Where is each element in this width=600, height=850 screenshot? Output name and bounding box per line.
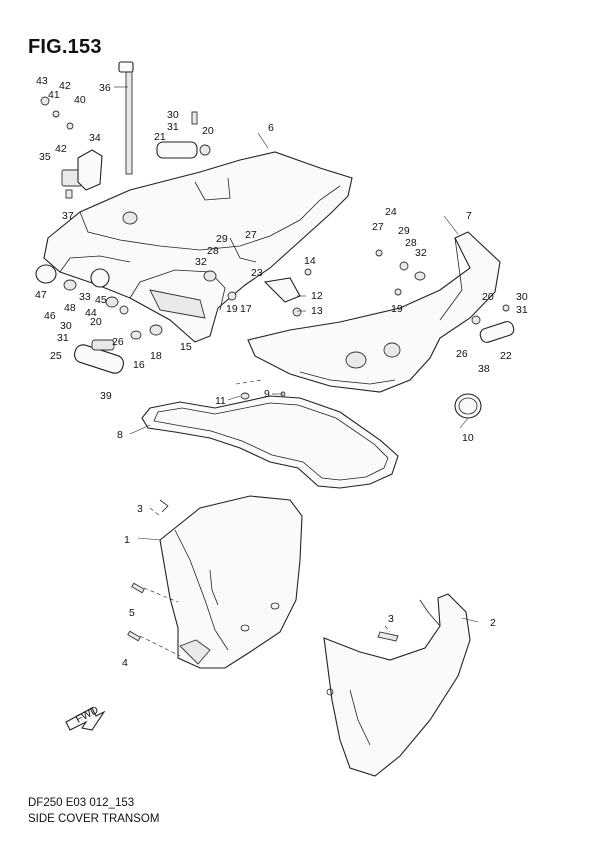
callout-label: 27: [245, 229, 257, 241]
callout-label: 9: [264, 388, 270, 400]
callout-label: 11: [215, 395, 226, 407]
callout-label: 47: [35, 289, 47, 301]
callout-label: 24: [385, 206, 397, 218]
callout-label: 19: [391, 303, 403, 315]
callout-label: 16: [133, 359, 145, 371]
callout-label: 29: [216, 233, 228, 245]
callout-label: 30: [516, 291, 528, 303]
callout-label: 28: [207, 245, 219, 257]
diagram-caption: SIDE COVER TRANSOM: [28, 813, 160, 825]
callout-label: 25: [50, 350, 62, 362]
callout-label: 32: [415, 247, 427, 259]
callout-label: 40: [74, 94, 86, 106]
callout-label: 39: [100, 390, 112, 402]
callout-label: 30: [60, 320, 72, 332]
callout-label: 12: [311, 290, 323, 302]
callout-label: 19: [226, 303, 238, 315]
callout-label: 1: [124, 534, 130, 546]
callout-label: 28: [405, 237, 417, 249]
callout-label: 17: [240, 303, 252, 315]
callout-label: 23: [251, 267, 263, 279]
callout-label: 43: [36, 75, 48, 87]
callout-label: 37: [62, 210, 74, 222]
callout-label: 30: [167, 109, 179, 121]
callout-label: 46: [44, 310, 56, 322]
callout-label: 21: [154, 131, 166, 143]
callout-label: 14: [304, 255, 316, 267]
transom-bracket-part-6: [43, 151, 353, 343]
plug-part-10: [454, 393, 482, 419]
callout-label: 34: [89, 132, 101, 144]
callout-label: 45: [95, 294, 107, 306]
callout-label: 20: [482, 291, 494, 303]
callout-label: 38: [478, 363, 490, 375]
callout-label: 33: [79, 291, 91, 303]
figure-title: FIG.153: [28, 36, 102, 58]
callout-label: 4: [122, 657, 128, 669]
callout-label: 20: [202, 125, 214, 137]
callout-label: 8: [117, 429, 123, 441]
callout-label: 48: [64, 302, 76, 314]
callout-label: 13: [311, 305, 323, 317]
fwd-arrow-icon: FWD: [65, 704, 106, 731]
callout-label: 18: [150, 350, 162, 362]
callout-label: 42: [59, 80, 71, 92]
callout-label: 36: [99, 82, 111, 94]
callout-label: 7: [466, 210, 472, 222]
callout-label: 32: [195, 256, 207, 268]
callout-label: 15: [180, 341, 192, 353]
leader-lines: [114, 86, 479, 657]
lower-cover-part-1: [159, 495, 303, 669]
callout-label: 26: [112, 336, 124, 348]
callout-label: 35: [39, 151, 51, 163]
callout-label: 6: [268, 122, 274, 134]
callout-label: 29: [398, 225, 410, 237]
callout-labels: 1 2 3 3 4 5 6 7 8 9 10 11 12 13 14 15 16…: [35, 75, 528, 669]
callout-label: 31: [57, 332, 69, 344]
callout-label: 27: [372, 221, 384, 233]
model-code: DF250 E03 012_153: [28, 797, 135, 809]
callout-label: 31: [167, 121, 179, 133]
callout-label: 41: [48, 89, 60, 101]
lower-cover-part-2: [323, 593, 471, 777]
hardware-parts: [35, 61, 515, 642]
callout-label: 31: [516, 304, 528, 316]
callout-label: 3: [137, 503, 143, 515]
seal-part-8: [141, 395, 399, 489]
side-cover-part-7: [247, 231, 501, 393]
callout-label: 26: [456, 348, 468, 360]
callout-label: 10: [462, 432, 474, 444]
callout-label: 44: [85, 307, 97, 319]
callout-label: 3: [388, 613, 394, 625]
callout-label: 2: [490, 617, 496, 629]
callout-label: 20: [90, 316, 102, 328]
callout-label: 42: [55, 143, 67, 155]
callout-label: 22: [500, 350, 512, 362]
callout-label: 5: [129, 607, 135, 619]
